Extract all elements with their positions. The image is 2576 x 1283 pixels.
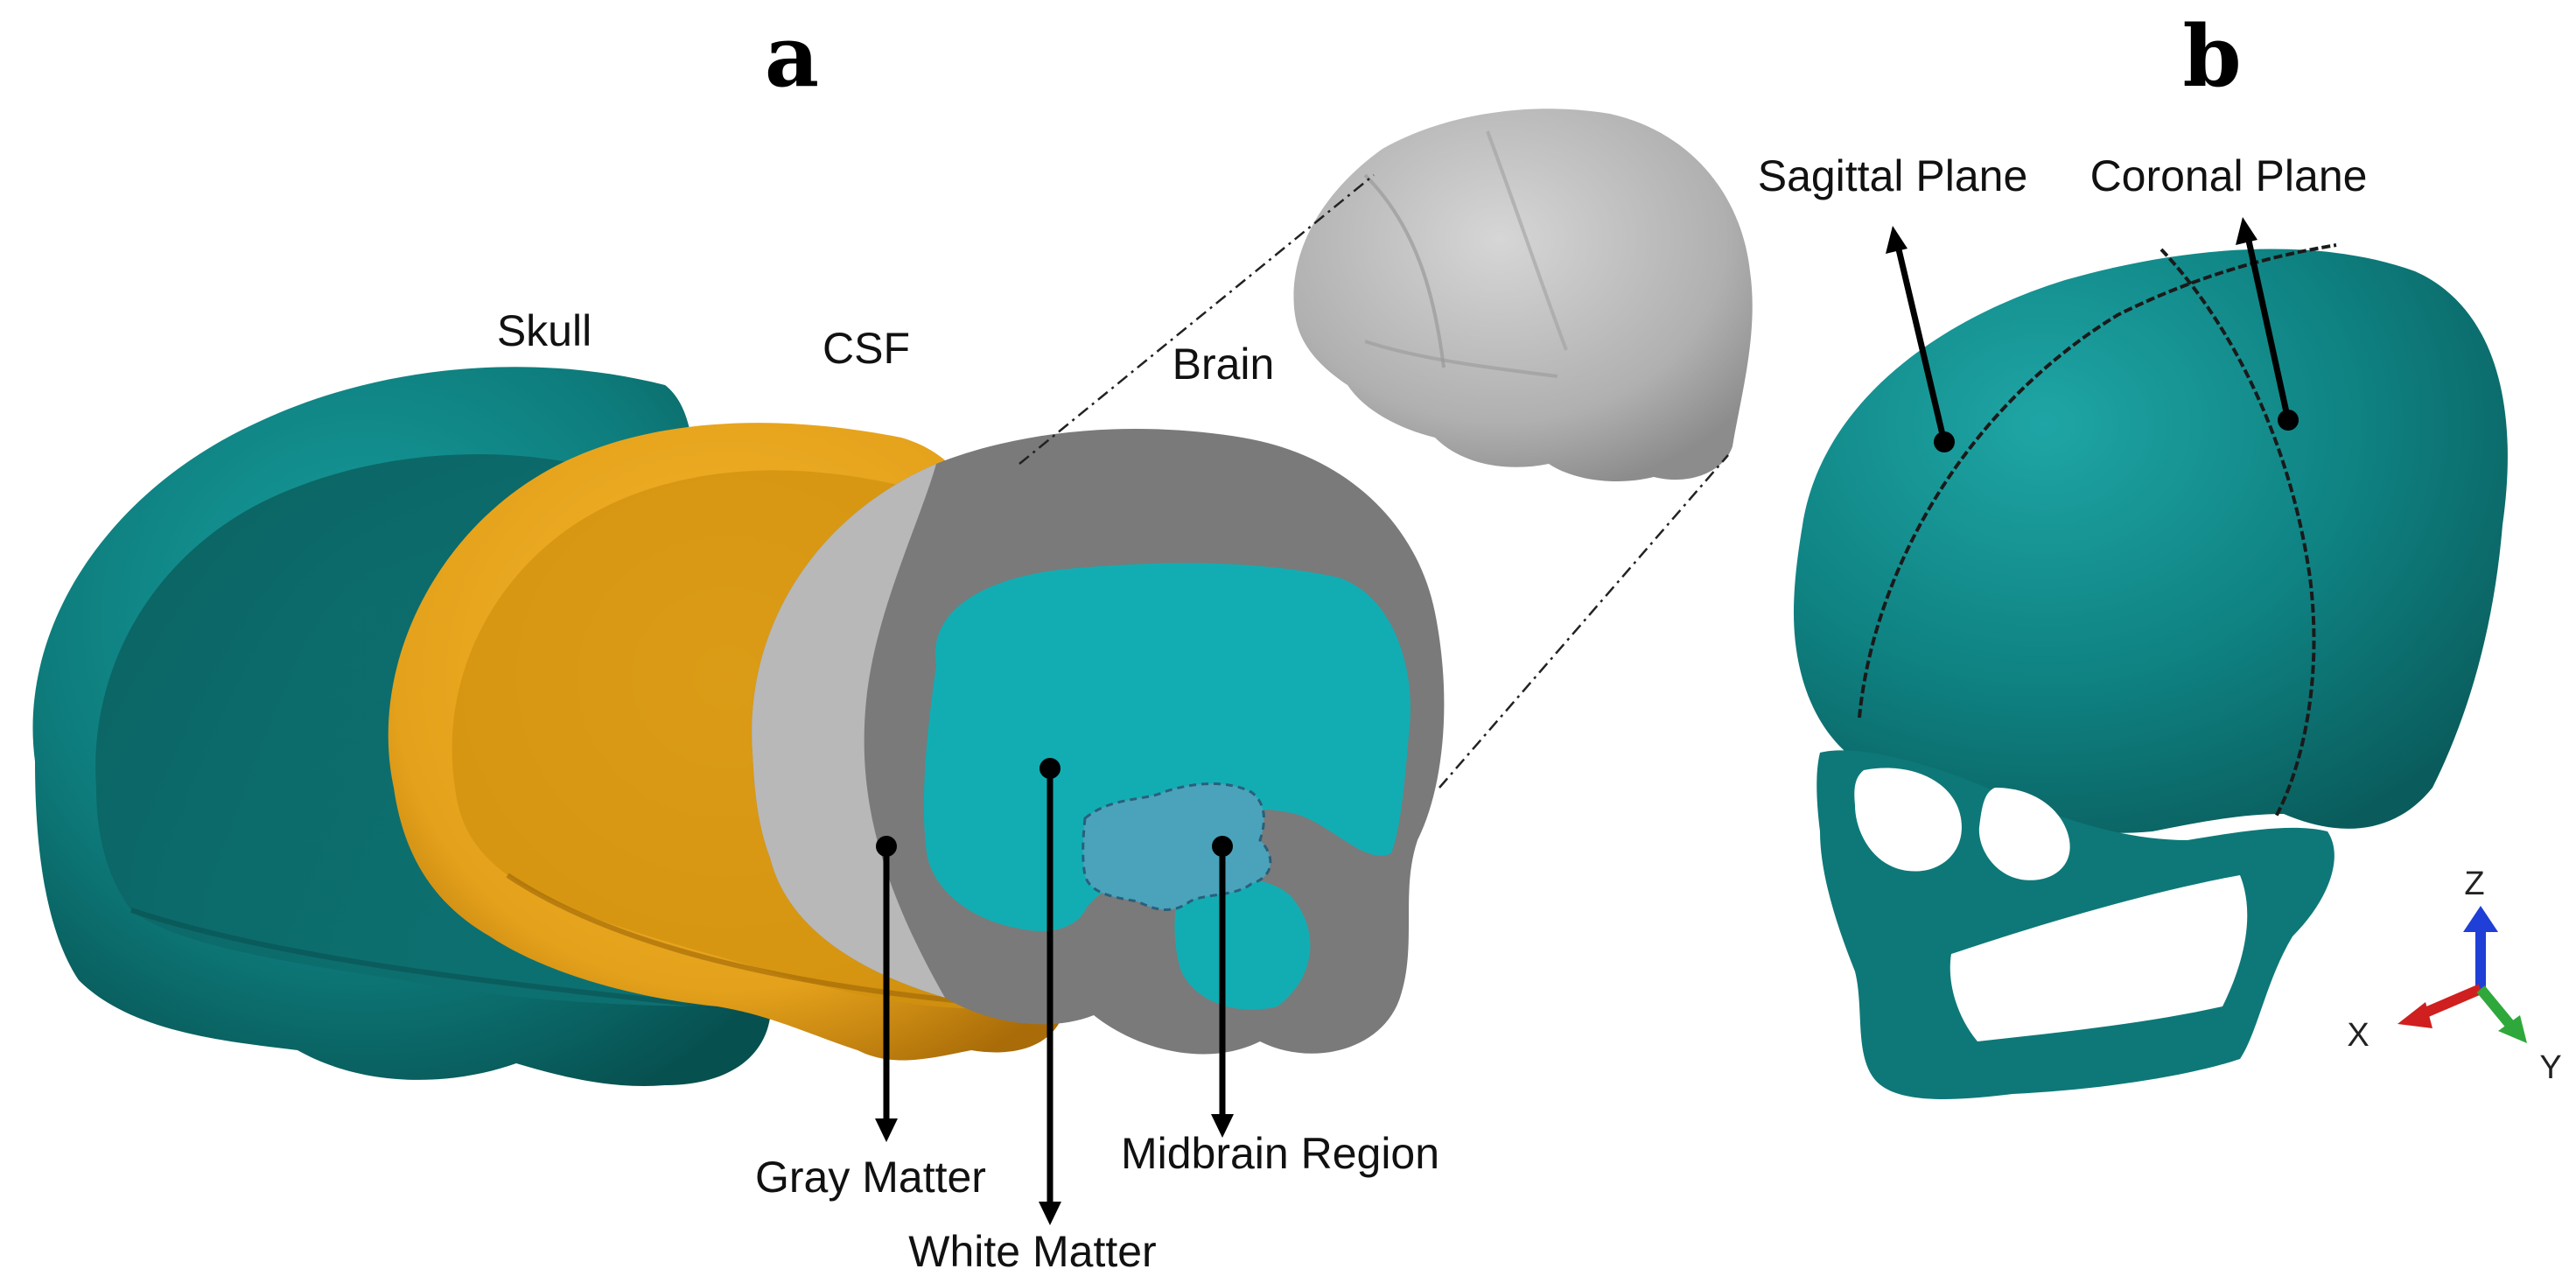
label-white-matter: White Matter (908, 1227, 1156, 1276)
brain-3d-inset (1293, 109, 1753, 482)
y-axis-arrow (2476, 985, 2514, 1027)
pointer-sagittal-plane (1886, 226, 1955, 452)
brain-section (752, 429, 1445, 1055)
label-skull: Skull (497, 306, 592, 355)
label-gray-matter: Gray Matter (755, 1153, 986, 1202)
panel-a-letter: a (765, 7, 819, 106)
panel-b: b Sagittal Plane C (1758, 7, 2562, 1099)
axis-label-z: Z (2464, 866, 2484, 902)
label-sagittal-plane: Sagittal Plane (1758, 151, 2028, 200)
label-csf: CSF (822, 324, 910, 373)
x-axis-arrow (2417, 984, 2483, 1020)
label-brain: Brain (1172, 340, 1275, 389)
panel-a: a (32, 7, 1753, 1276)
label-coronal-plane: Coronal Plane (2090, 151, 2368, 200)
skull-3d (1794, 243, 2508, 1099)
projection-line-top (1018, 174, 1375, 465)
axis-label-x: X (2347, 1017, 2369, 1054)
pointer-coronal-plane (2236, 217, 2299, 431)
pointer-white-matter (1039, 758, 1061, 1225)
axis-triad: Z X Y (2347, 866, 2561, 1086)
axis-label-y: Y (2539, 1049, 2561, 1086)
panel-b-letter: b (2182, 7, 2241, 106)
pointer-gray-matter (875, 836, 898, 1142)
label-midbrain-region: Midbrain Region (1121, 1129, 1439, 1178)
pointer-midbrain-region (1211, 836, 1234, 1138)
projection-line-bottom (1438, 454, 1729, 789)
